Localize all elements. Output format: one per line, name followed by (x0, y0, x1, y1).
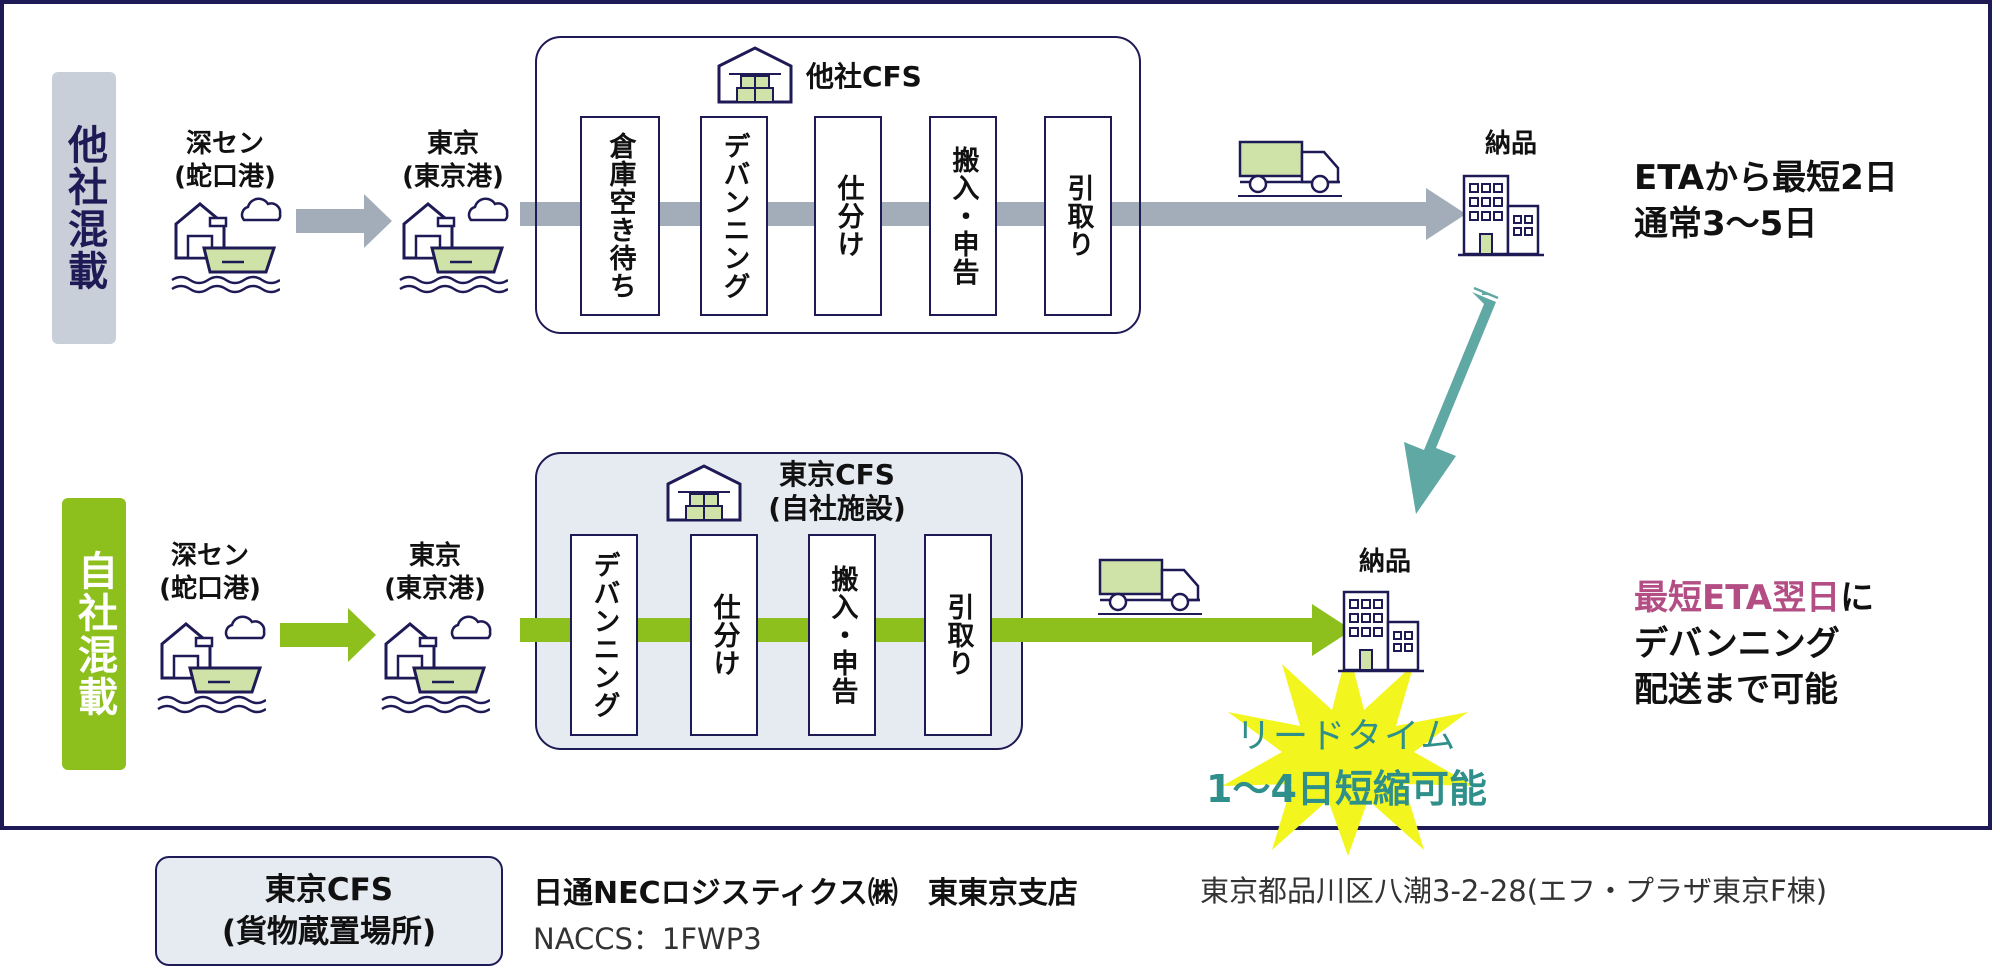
warehouse-icon (666, 464, 742, 522)
delivery-label-bottom: 納品 (1358, 547, 1411, 577)
port-ship-icon-tokyo-top (399, 202, 508, 294)
warehouse-icon (717, 46, 793, 104)
flow-line-bottom (520, 618, 1324, 642)
step-sorting: 仕分け (814, 116, 882, 316)
row-label-other-company: 他社混載 (52, 72, 116, 344)
building-icon (1458, 174, 1544, 257)
port-ship-icon-origin-bottom (157, 622, 266, 714)
eta-text-line2: 通常3〜5日 (1634, 204, 1818, 244)
port-label-bottom: 東京 (東京港) (384, 541, 486, 604)
step-devanning: デバンニング (700, 116, 768, 316)
next-day-highlight: 最短ETA翌日 (1634, 578, 1841, 618)
improvement-arrow (1404, 286, 1499, 514)
building-icon (1338, 590, 1424, 673)
cfs-box-other-company (535, 36, 1141, 334)
step-devanning: デバンニング (570, 534, 638, 736)
arrow-sea-bottom (280, 608, 376, 662)
cfs-title-other-company: 他社CFS (806, 60, 922, 93)
eta-text-line1: ETAから最短2日 (1634, 158, 1898, 198)
step-pickup: 引取り (1044, 116, 1112, 316)
step-sorting: 仕分け (690, 534, 758, 736)
cloud-icon (467, 197, 509, 222)
cloud-icon (224, 615, 266, 640)
cloud-icon (240, 197, 282, 222)
truck-icon (1238, 140, 1342, 197)
step-carry-in-declaration: 搬入・申告 (929, 116, 997, 316)
origin-label-top: 深セン (蛇口港) (174, 129, 276, 192)
cfs-title-own-company: 東京CFS (自社施設) (768, 458, 906, 525)
cloud-icon (450, 615, 492, 640)
delivery-label-top: 納品 (1484, 129, 1537, 159)
next-day-text-line3: 配送まで可能 (1634, 670, 1838, 710)
origin-label-bottom: 深セン (蛇口港) (159, 541, 261, 604)
burst-highlight (1222, 648, 1474, 856)
next-day-text-line1: 最短ETA翌日に (1634, 576, 1874, 620)
footer-cfs-label: 東京CFS (貨物蔵置場所) (221, 872, 437, 950)
footer-address: 東京都品川区八潮3-2-28(エフ・プラザ東京F棟) (1200, 874, 1828, 908)
port-label-top: 東京 (東京港) (402, 129, 504, 192)
footer-cfs-label-box: 東京CFS (貨物蔵置場所) (155, 856, 503, 966)
step-waiting: 倉庫空き待ち (580, 116, 660, 316)
burst-text-line2: 1〜4日短縮可能 (1206, 767, 1487, 811)
arrow-head-top (1426, 188, 1466, 240)
arrow-head-bottom (1312, 604, 1352, 656)
burst-text-line1: リードタイム (1236, 717, 1458, 757)
diagram-frame (0, 0, 1992, 830)
arrow-sea-top (296, 194, 392, 248)
next-day-suffix: に (1840, 578, 1875, 618)
step-pickup: 引取り (924, 534, 992, 736)
truck-icon (1098, 558, 1202, 615)
port-ship-icon-origin-top (171, 202, 280, 294)
row-label-own-company: 自社混載 (62, 498, 126, 770)
port-ship-icon-tokyo-bottom (381, 622, 490, 714)
step-carry-in-declaration: 搬入・申告 (808, 534, 876, 736)
footer-naccs: NACCS：1FWP3 (533, 922, 762, 956)
next-day-text-line2: デバンニング (1634, 624, 1840, 664)
footer-company: 日通NECロジスティクス㈱ 東東京支店 (533, 876, 1078, 911)
